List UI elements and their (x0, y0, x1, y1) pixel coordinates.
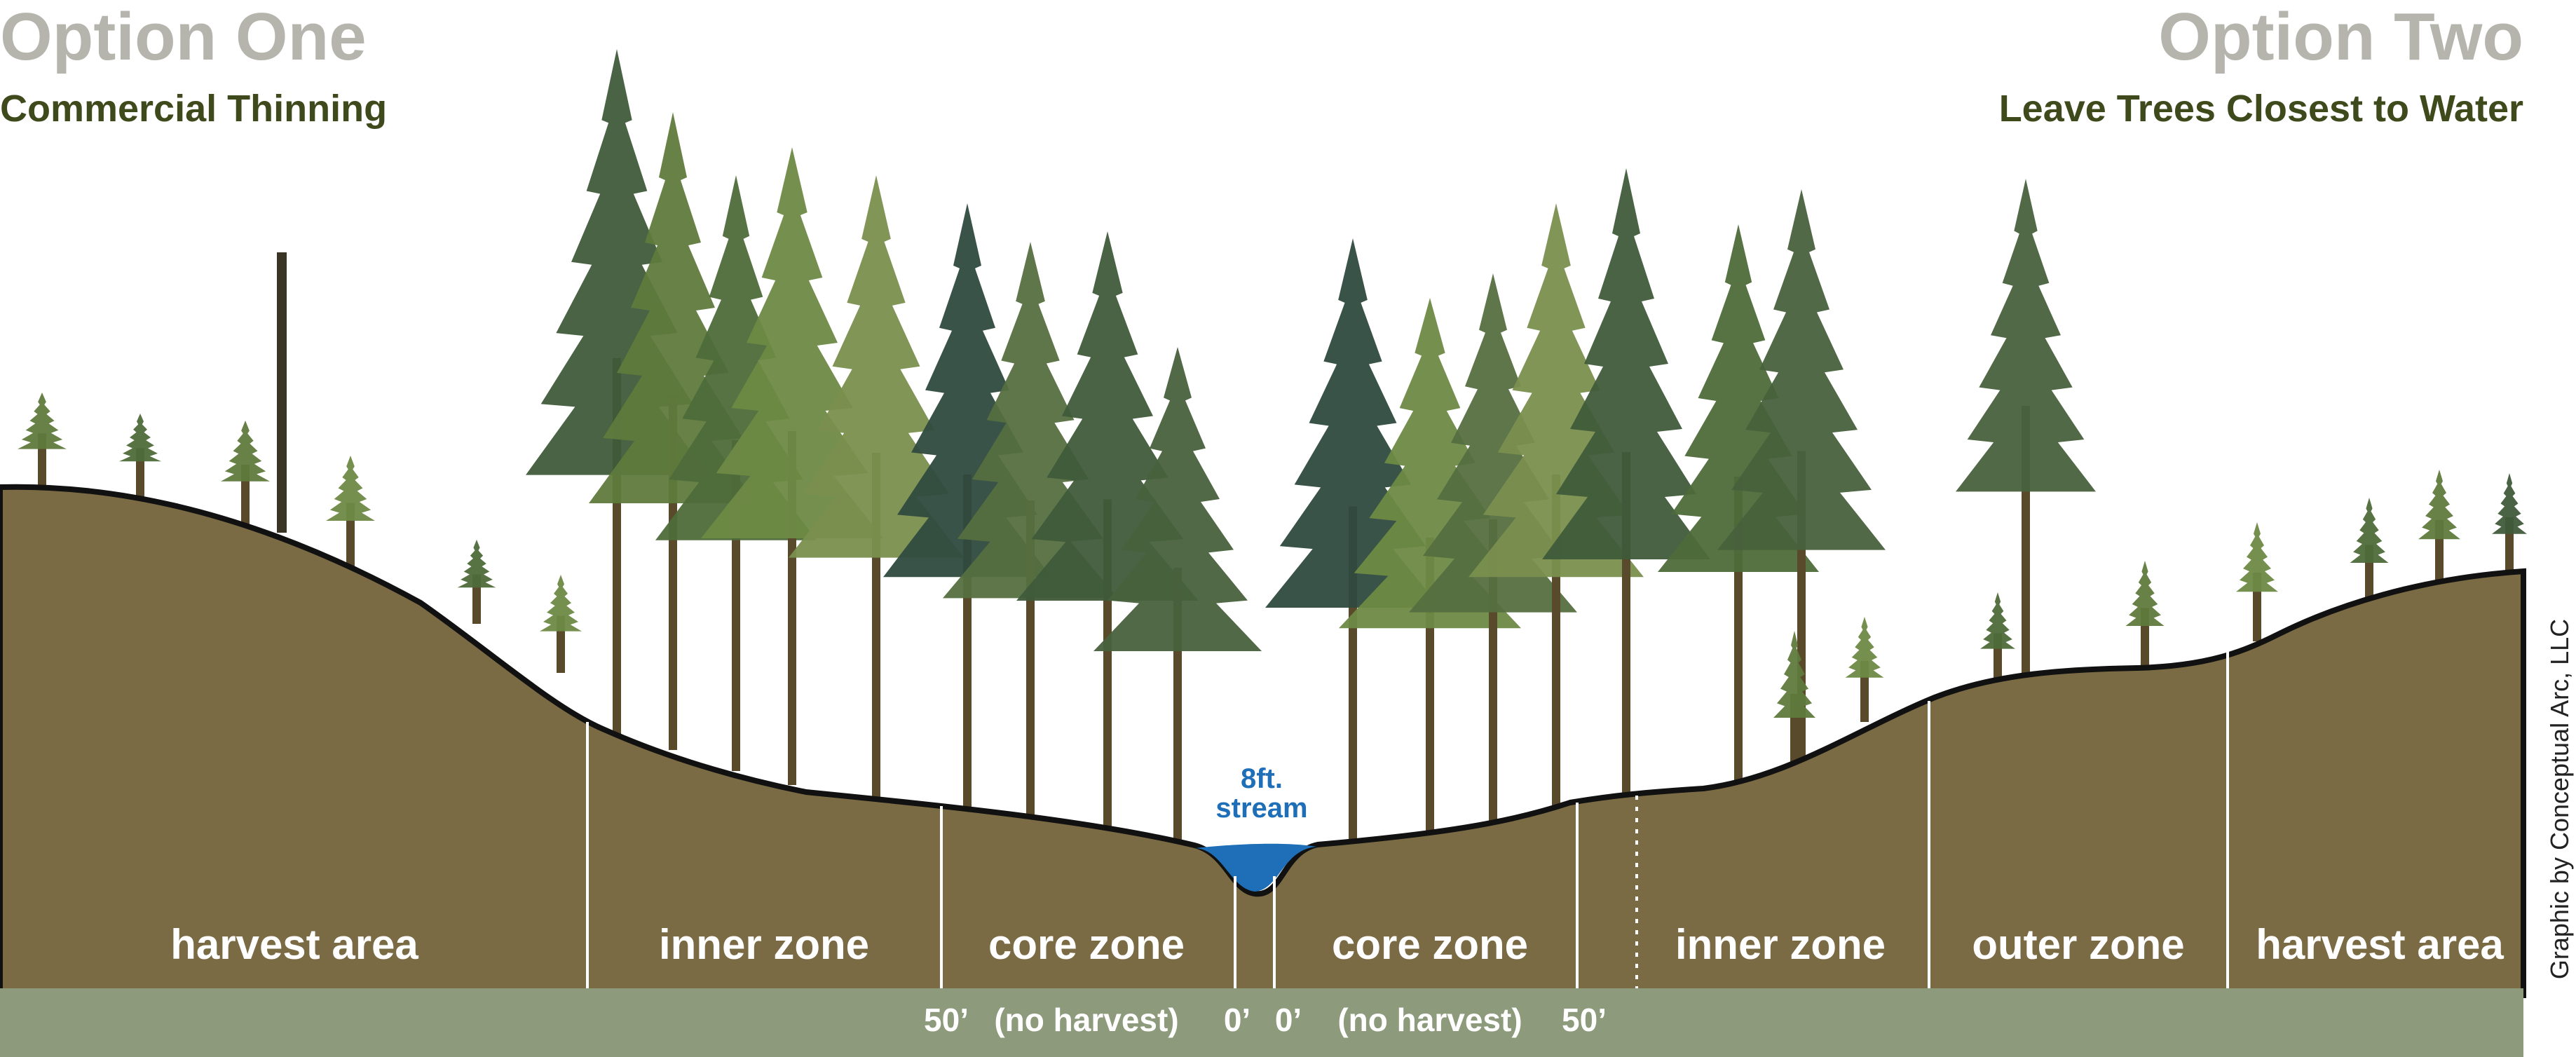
measurement-no-harvest-right: (no harvest) (1337, 1002, 1522, 1038)
tree-crown (326, 456, 375, 521)
zone-label-outer-zone: outer zone (1972, 921, 2185, 968)
measurement-0ft-right: 0’ (1274, 1002, 1302, 1038)
stream-label-line1: 8ft. (1240, 763, 1283, 794)
tree-crown (1956, 179, 2096, 492)
measurement-0ft-left: 0’ (1223, 1002, 1251, 1038)
ground-band (0, 988, 2523, 1057)
tree-crown (2418, 470, 2460, 540)
tree-crown (119, 414, 161, 462)
tree-crown (2125, 561, 2165, 626)
option-one-title: Option One (0, 0, 367, 74)
ground-profile (0, 484, 2526, 998)
zone-dividers (586, 648, 2229, 988)
zone-label-inner-zone-right: inner zone (1675, 921, 1886, 968)
forest-trees (18, 49, 2527, 845)
measurement-50ft-left: 50’ (924, 1002, 969, 1038)
tree-crown (18, 393, 67, 449)
tree-crown (221, 421, 270, 482)
graphic-credit: Graphic by Conceptual Arc, LLC (2545, 618, 2574, 980)
option-one-subtitle: Commercial Thinning (0, 88, 388, 130)
tree-crown (2236, 522, 2278, 592)
measurement-50ft-right: 50’ (1562, 1002, 1607, 1038)
dead-snag (277, 252, 287, 533)
zone-label-core-zone-right: core zone (1331, 921, 1529, 968)
tree-crown (540, 575, 582, 632)
zone-label-core-zone-left: core zone (988, 921, 1185, 968)
tree-crown (2350, 498, 2389, 563)
zone-label-inner-zone-left: inner zone (658, 921, 870, 968)
stream-water (1195, 843, 1316, 892)
stream-label: 8ft. stream (1215, 764, 1307, 823)
zone-label-harvest-area-left: harvest area (170, 921, 418, 968)
measurement-no-harvest-left: (no harvest) (994, 1002, 1179, 1038)
option-two-title: Option Two (2158, 0, 2523, 74)
tree-crown (1980, 592, 2015, 649)
tree-crown (1773, 631, 1815, 718)
stream-label-line2: stream (1215, 793, 1308, 824)
tree-crown (1093, 347, 1262, 651)
tree-crown (1717, 189, 1886, 550)
option-two-subtitle: Leave Trees Closest to Water (1998, 88, 2523, 130)
tree-crown (457, 540, 496, 588)
zone-label-harvest-area-right: harvest area (2256, 921, 2504, 968)
tree-crown (701, 147, 883, 538)
tree-crown (789, 175, 964, 558)
tree-crown (2492, 473, 2527, 534)
tree-crown (1542, 168, 1710, 559)
tree-crown (1845, 617, 1884, 678)
